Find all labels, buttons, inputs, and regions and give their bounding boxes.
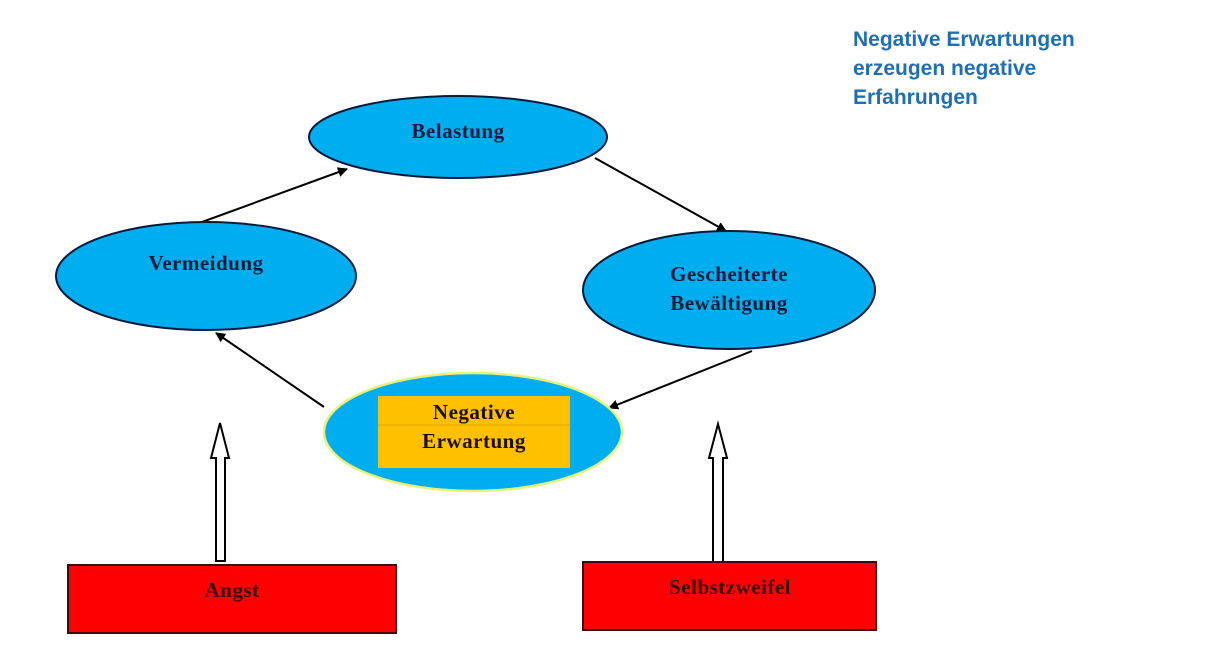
edge-gescheiterte-to-negative xyxy=(608,350,753,410)
caption-line-2: erzeugen negative xyxy=(853,57,1037,80)
node-negative-label-line-1: Negative xyxy=(433,400,515,424)
node-angst-label: Angst xyxy=(204,578,259,602)
node-angst: Angst xyxy=(67,564,397,634)
edge-negative-to-vermeidung xyxy=(215,332,325,408)
node-vermeidung-shape xyxy=(55,221,357,331)
diagram-caption: Negative Erwartungen erzeugen negative E… xyxy=(853,25,1075,112)
caption-line-3: Erfahrungen xyxy=(853,86,978,109)
node-gescheiterte-label-line-1: Gescheiterte xyxy=(670,262,788,286)
node-selbstzweifel-label: Selbstzweifel xyxy=(669,575,791,599)
node-negative-erwartung: Negative Erwartung xyxy=(322,371,624,493)
node-belastung-label: Belastung xyxy=(411,119,504,143)
hollow-arrow-selbstzweifel xyxy=(707,420,729,563)
node-selbstzweifel: Selbstzweifel xyxy=(582,561,877,631)
node-angst-box xyxy=(67,564,397,634)
hollow-arrow-angst xyxy=(209,422,231,562)
node-gescheiterte-shape xyxy=(582,230,876,350)
node-gescheiterte-bewaeltigung: Gescheiterte Bewältigung xyxy=(582,230,876,350)
node-vermeidung: Vermeidung xyxy=(55,221,357,331)
edge-belastung-to-gescheiterte xyxy=(594,157,727,232)
caption-line-1: Negative Erwartungen xyxy=(853,28,1075,51)
edge-vermeidung-to-belastung xyxy=(201,167,348,223)
node-negative-highlight-box xyxy=(378,396,570,468)
node-vermeidung-label: Vermeidung xyxy=(148,251,263,275)
node-belastung: Belastung xyxy=(308,95,608,179)
node-selbstzweifel-box xyxy=(582,561,877,631)
node-negative-label-line-2: Erwartung xyxy=(422,429,526,453)
node-gescheiterte-label-line-2: Bewältigung xyxy=(670,291,788,315)
node-belastung-shape xyxy=(308,95,608,179)
